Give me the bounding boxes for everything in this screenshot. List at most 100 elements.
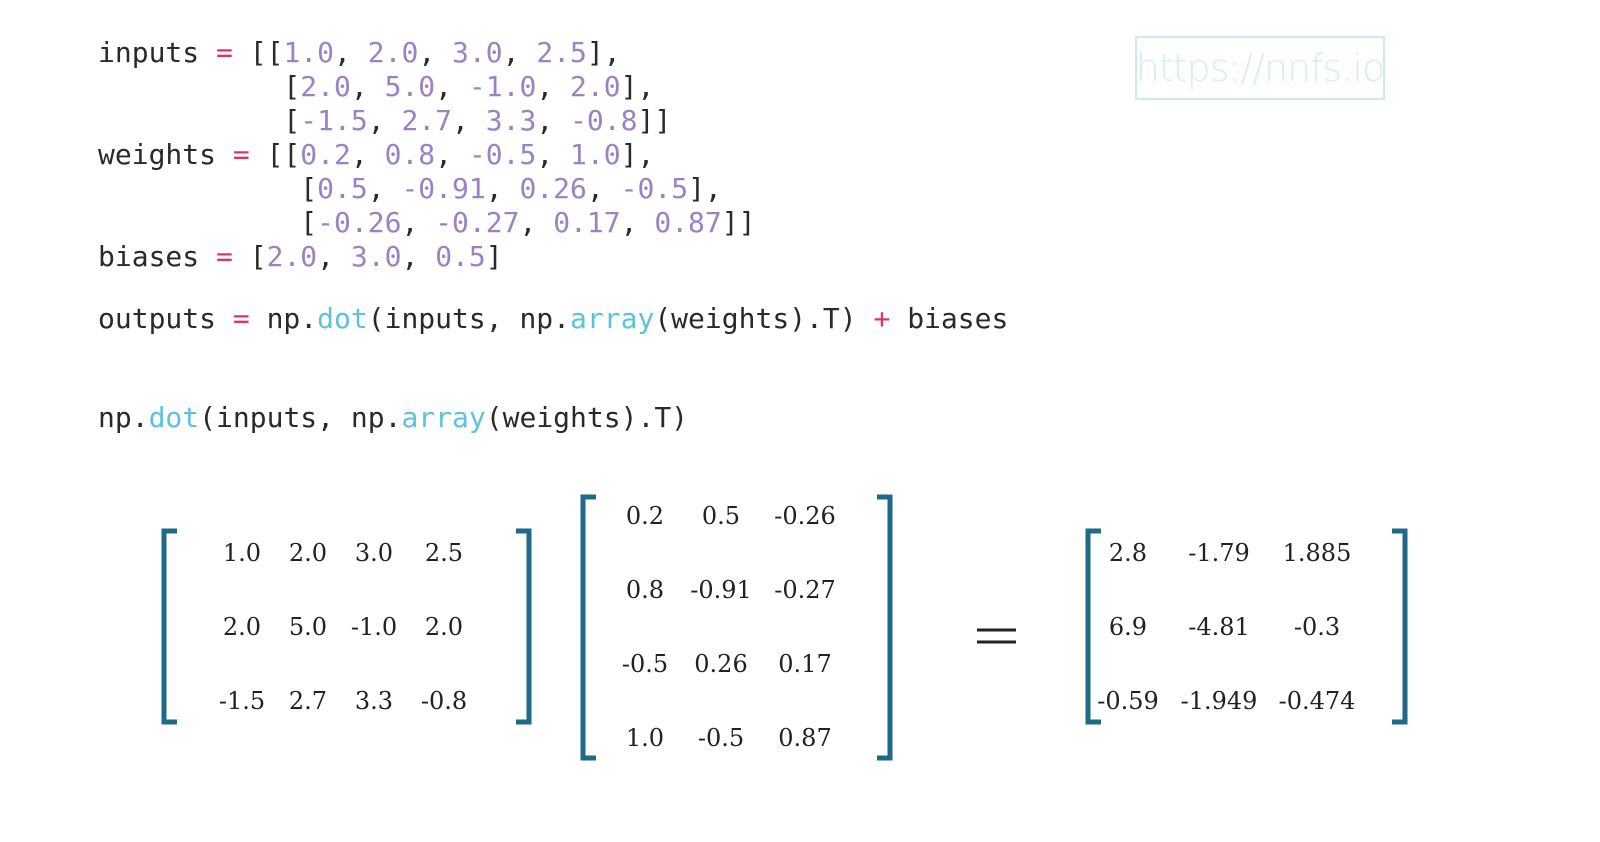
result-left-bracket — [1085, 528, 1101, 725]
code-token: -0.5 — [620, 172, 689, 205]
code-token: + — [873, 302, 891, 335]
code-token: np. — [249, 302, 318, 335]
code-token: -0.8 — [570, 104, 638, 137]
code-token: ] — [485, 240, 503, 273]
code-token: 0.5 — [435, 240, 486, 273]
inputs-cell: 3.0 — [355, 539, 393, 567]
inputs-cell: -1.0 — [351, 613, 397, 641]
code-token: ], — [586, 36, 621, 69]
code-token: = — [216, 36, 233, 69]
code-token: biases — [98, 240, 217, 273]
code-line-2: [-1.5, 2.7, 3.3, -0.8]] — [98, 104, 756, 138]
weights-cell: 0.2 — [626, 502, 664, 530]
result-cell: 2.8 — [1109, 539, 1147, 567]
code-token: 2.5 — [536, 36, 587, 69]
code-token: , — [367, 104, 402, 137]
inputs-cell: 2.0 — [289, 539, 327, 567]
code-token: outputs — [98, 302, 233, 335]
result-cell: -1.949 — [1181, 687, 1258, 715]
inputs-cell: 2.0 — [425, 613, 463, 641]
code-token: , — [536, 138, 571, 171]
code-token: , — [536, 70, 571, 103]
code-token: = — [232, 302, 250, 335]
code-token: [ — [232, 240, 267, 273]
code-line-4: [0.5, -0.91, 0.26, -0.5], — [98, 172, 756, 206]
inputs-cell: -0.8 — [421, 687, 467, 715]
code-token: , — [367, 172, 402, 205]
code-token: 0.5 — [317, 172, 368, 205]
result-cell: -0.3 — [1294, 613, 1340, 641]
code-token: inputs — [98, 36, 217, 69]
code-token: 0.26 — [519, 172, 587, 205]
code-token: -1.5 — [300, 104, 368, 137]
watermark-logo: https://nnfs.io — [1135, 36, 1385, 100]
code-token: = — [232, 138, 250, 171]
code-line-outputs: outputs = np.dot(inputs, np.array(weight… — [98, 302, 1008, 336]
result-cell: 1.885 — [1283, 539, 1352, 567]
code-token: [[ — [249, 138, 301, 171]
weights-cell: -0.5 — [622, 650, 668, 678]
weights-cell: 0.8 — [626, 576, 664, 604]
code-line-6: biases = [2.0, 3.0, 0.5] — [98, 240, 756, 274]
code-token: ]] — [637, 104, 672, 137]
code-token: , — [435, 70, 469, 103]
code-token: ], — [620, 70, 655, 103]
code-block-definitions: inputs = [[1.0, 2.0, 3.0, 2.5], [2.0, 5.… — [98, 36, 756, 274]
code-token: (inputs, np. — [367, 302, 571, 335]
result-cell: 6.9 — [1109, 613, 1147, 641]
result-cell: -0.474 — [1279, 687, 1356, 715]
result-cell: -0.59 — [1097, 687, 1159, 715]
code-token: [ — [98, 206, 318, 239]
code-line-dot-text: np.dot(inputs, np.array(weights).T) — [98, 401, 688, 435]
code-token: 3.3 — [485, 104, 537, 137]
result-cell: -1.79 — [1188, 539, 1250, 567]
code-token: biases — [890, 302, 1009, 335]
code-token: (weights).T) — [485, 401, 689, 434]
code-line-5: [-0.26, -0.27, 0.17, 0.87]] — [98, 206, 756, 240]
code-token: 2.0 — [300, 70, 351, 103]
inputs-cell: 5.0 — [289, 613, 327, 641]
code-token: , — [317, 240, 351, 273]
inputs-right-bracket — [516, 528, 532, 725]
code-token: 5.0 — [384, 70, 436, 103]
inputs-cell: 2.5 — [425, 539, 463, 567]
code-token: 2.7 — [401, 104, 453, 137]
code-token: array — [401, 401, 486, 434]
code-token: 3.0 — [350, 240, 402, 273]
code-token: ], — [620, 138, 655, 171]
code-token: [ — [98, 104, 301, 137]
code-token: 0.8 — [384, 138, 436, 171]
code-token: weights — [98, 138, 233, 171]
code-token: [ — [98, 172, 318, 205]
code-token: 0.87 — [654, 206, 722, 239]
weights-right-bracket — [877, 494, 893, 761]
code-token: 1.0 — [570, 138, 621, 171]
code-token: ]] — [721, 206, 756, 239]
code-token: = — [216, 240, 233, 273]
code-token: , — [620, 206, 655, 239]
weights-cell: 0.87 — [778, 724, 831, 752]
code-token: -0.27 — [435, 206, 520, 239]
weights-cell: -0.26 — [774, 502, 836, 530]
code-token: -1.0 — [468, 70, 537, 103]
inputs-cell: 2.0 — [223, 613, 261, 641]
code-token: ], — [688, 172, 722, 205]
inputs-cell: -1.5 — [219, 687, 265, 715]
code-token: 0.17 — [553, 206, 621, 239]
code-token: dot — [148, 401, 200, 434]
code-line-0: inputs = [[1.0, 2.0, 3.0, 2.5], — [98, 36, 756, 70]
code-token: dot — [317, 302, 368, 335]
code-line-outputs-text: outputs = np.dot(inputs, np.array(weight… — [98, 302, 1008, 336]
code-token: , — [334, 36, 368, 69]
code-token: array — [570, 302, 655, 335]
code-token: , — [350, 70, 385, 103]
code-token: 0.2 — [300, 138, 351, 171]
equals-sign — [977, 628, 1016, 644]
code-token: -0.26 — [317, 206, 402, 239]
code-line-dot: np.dot(inputs, np.array(weights).T) — [98, 401, 688, 435]
weights-cell: 0.26 — [694, 650, 747, 678]
code-line-1: [2.0, 5.0, -1.0, 2.0], — [98, 70, 756, 104]
